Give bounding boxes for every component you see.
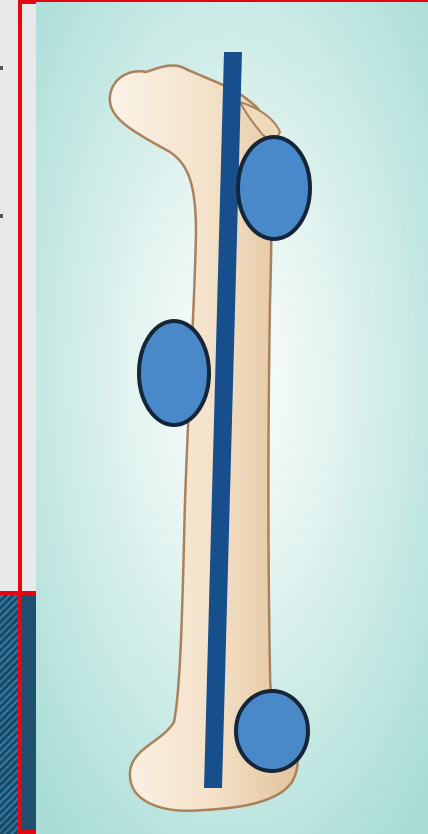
panel-mark xyxy=(0,214,3,218)
panel-mark xyxy=(0,66,3,70)
femur-diagram xyxy=(36,2,428,834)
distal-lateral-pad xyxy=(236,691,308,771)
femur-diagram-svg xyxy=(36,2,428,834)
proximal-lateral-pad xyxy=(238,137,310,239)
mid-medial-pad xyxy=(139,321,209,425)
hatched-background-strip xyxy=(0,592,18,834)
